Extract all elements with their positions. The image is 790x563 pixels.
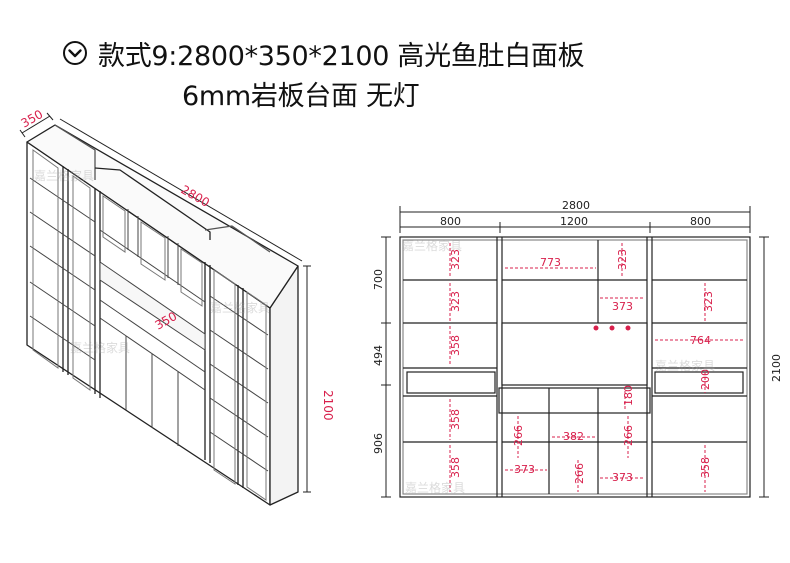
l-row6: 358: [449, 457, 462, 478]
header: 款式9:2800*350*2100 高光鱼肚白面板 6mm岩板台面 无灯: [58, 34, 758, 114]
r-row6: 358: [699, 457, 712, 478]
drawer-h: 180: [622, 385, 635, 406]
r-row4: 200: [699, 369, 712, 390]
l-row2: 323: [449, 291, 462, 312]
lo-w1: 382: [563, 430, 584, 443]
lo-w3: 373: [612, 471, 633, 484]
r-row1: 323: [702, 291, 715, 312]
lo-h3: 266: [573, 463, 586, 484]
front-red-dims: [449, 243, 745, 492]
iso-height-label: 2100: [321, 390, 335, 421]
l-row3: 358: [449, 335, 462, 356]
c-shelf-w: 773: [540, 256, 561, 269]
lo-h1: 266: [512, 425, 525, 446]
watermark: 嘉兰格家具: [34, 168, 94, 183]
lo-h2: 266: [622, 425, 635, 446]
iso-cabinet: [26, 124, 299, 506]
front-red-labels: 323 323 358 358 358 773 323 373 323 764 …: [449, 249, 715, 484]
watermark: 嘉兰格家具: [655, 358, 715, 373]
front-dims: [381, 206, 769, 498]
iso-dims: [19, 112, 311, 493]
front-height-bottom: 906: [372, 433, 385, 454]
front-total-width: 2800: [562, 199, 590, 212]
front-height-top: 700: [372, 269, 385, 290]
watermark: 嘉兰格家具: [402, 238, 462, 253]
front-section-center: 1200: [560, 215, 588, 228]
circle-check-icon: [63, 41, 87, 65]
watermark: 嘉兰格家具: [70, 340, 130, 355]
watermark: 嘉兰格家具: [210, 300, 270, 315]
r-row3-w: 764: [690, 334, 711, 347]
front-height-mid: 494: [372, 345, 385, 366]
title-line2: 6mm岩板台面 无灯: [182, 81, 420, 112]
front-total-height: 2100: [770, 354, 783, 382]
iso-glass-frames: [32, 149, 267, 501]
lo-w2: 373: [514, 463, 535, 476]
front-cabinet: [399, 236, 751, 498]
title-line1: 款式9:2800*350*2100 高光鱼肚白面板: [98, 41, 585, 72]
l-row5: 358: [449, 409, 462, 430]
front-section-left: 800: [440, 215, 461, 228]
watermark: 嘉兰格家具: [405, 480, 465, 495]
front-section-right: 800: [690, 215, 711, 228]
center-top-markers: [593, 325, 631, 331]
c-cell-w: 373: [612, 300, 633, 313]
iso-shelves: [29, 177, 269, 472]
c-shelf-h: 323: [616, 249, 629, 270]
l-row1: 323: [449, 249, 462, 270]
